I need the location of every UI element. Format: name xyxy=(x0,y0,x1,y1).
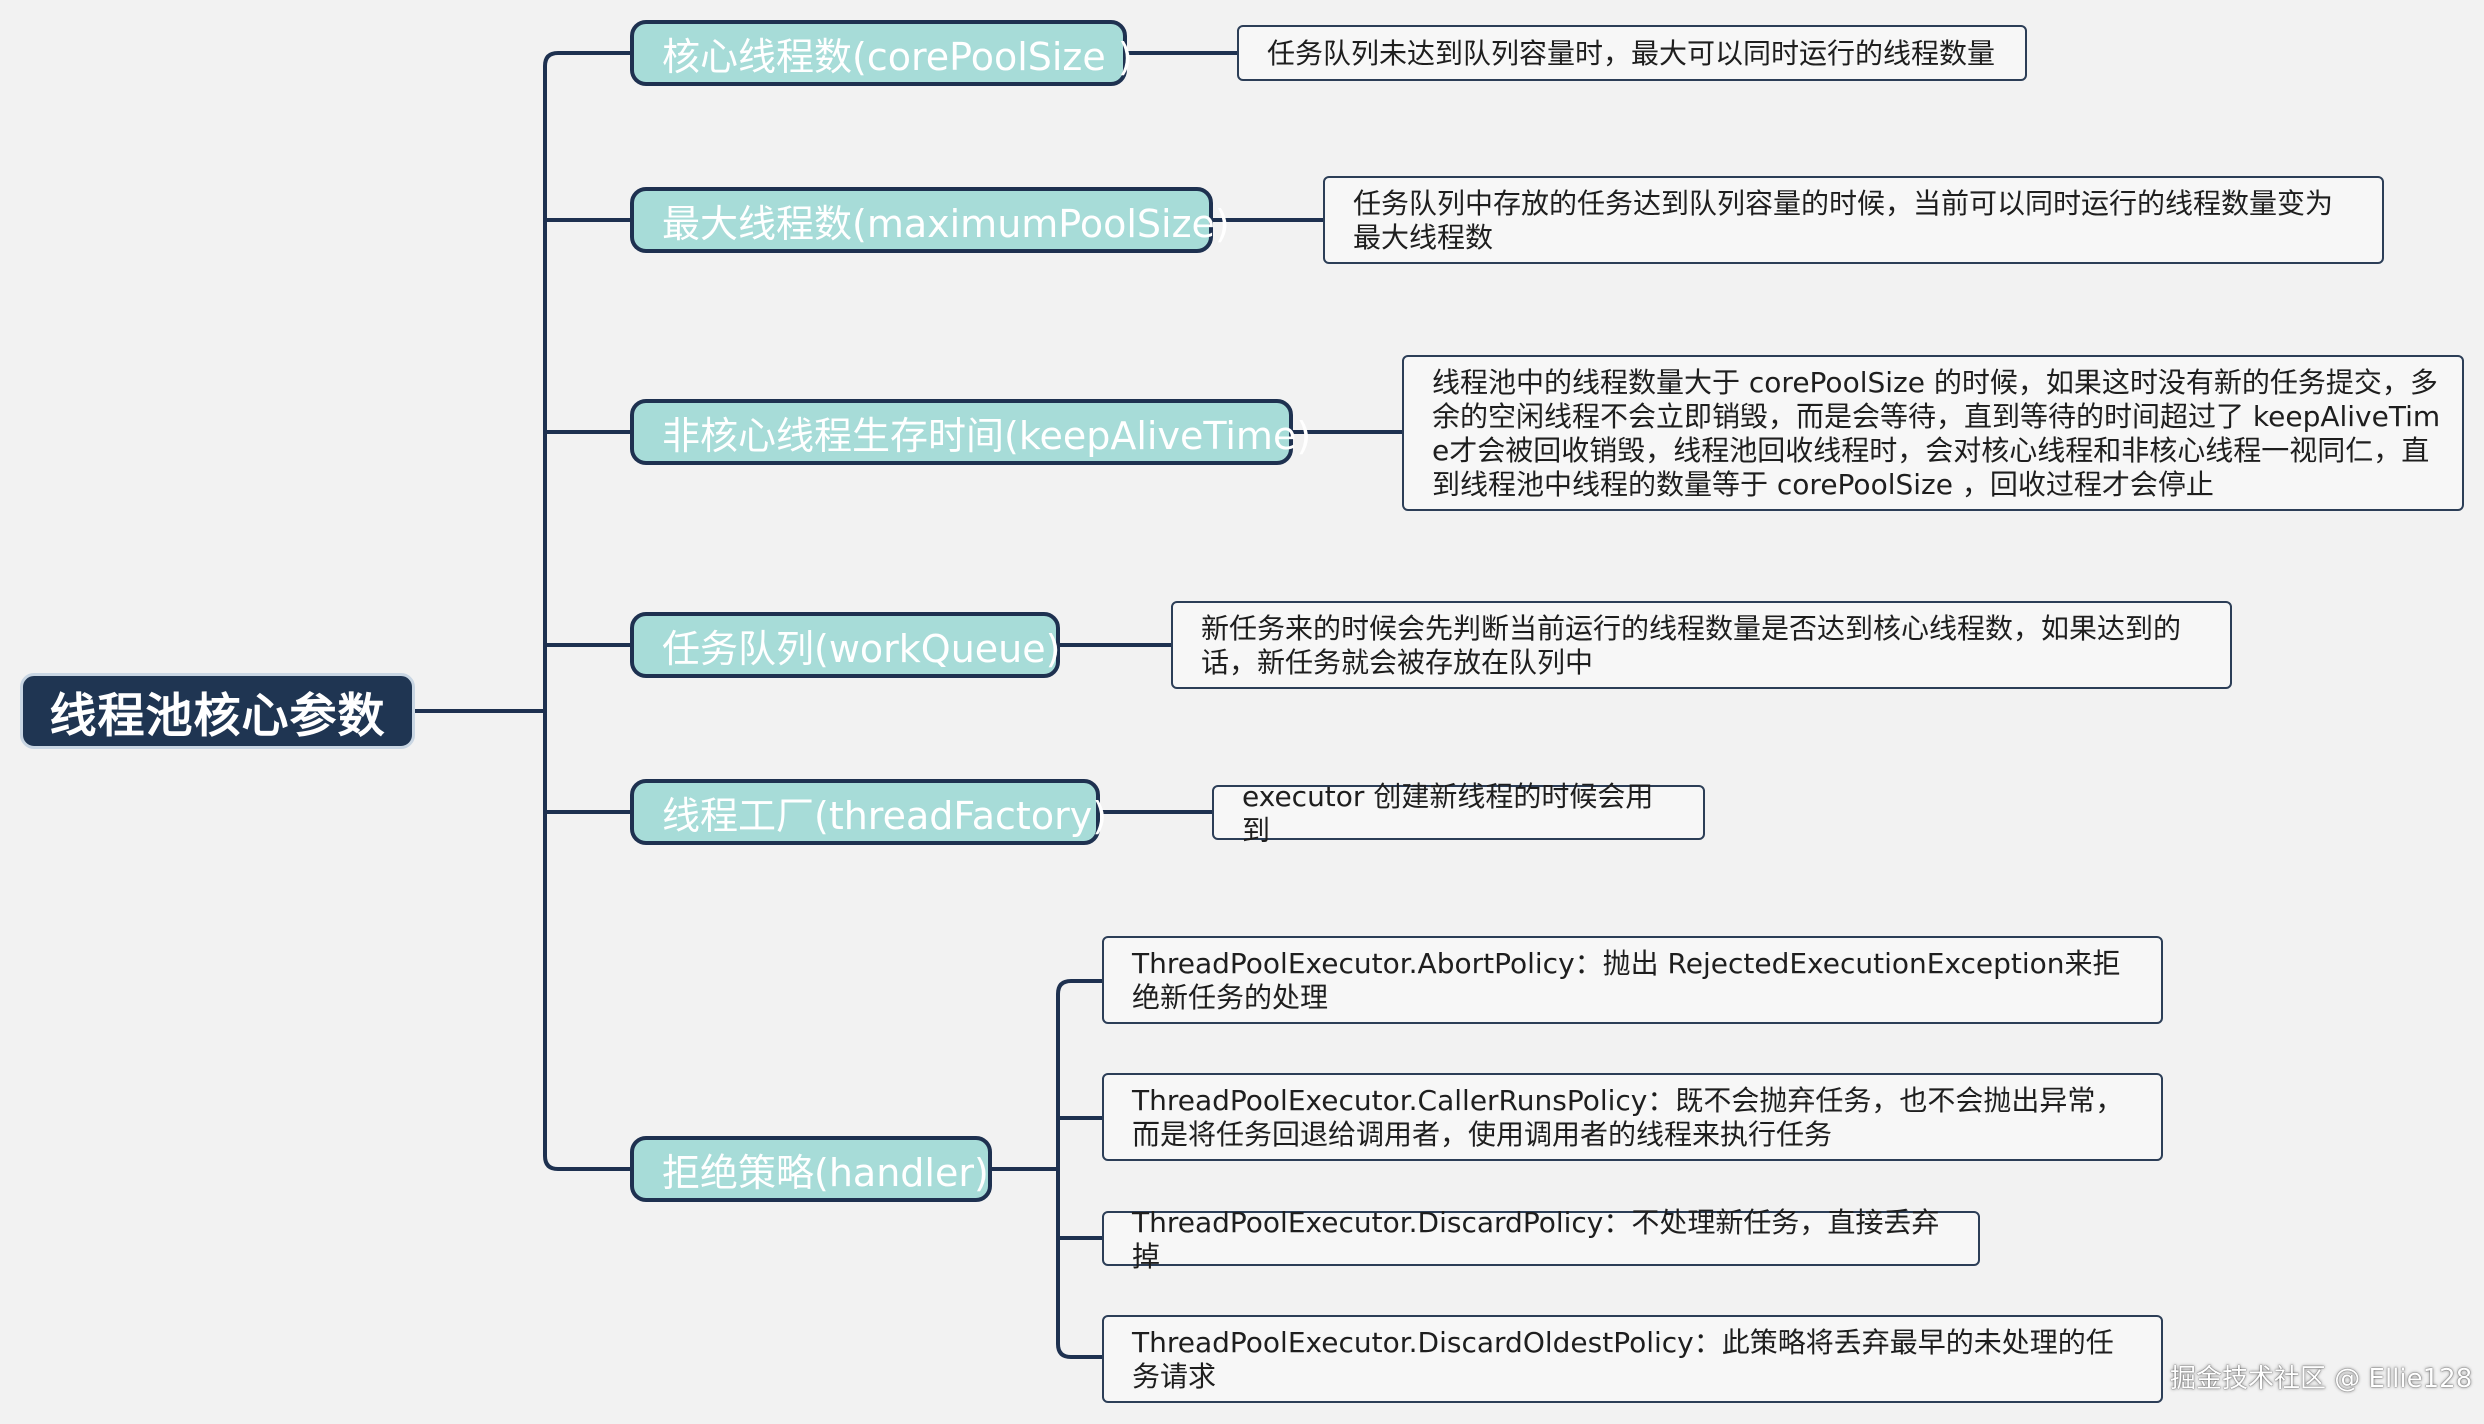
branch-core-pool-size[interactable]: 核心线程数(corePoolSize ) xyxy=(630,20,1133,86)
desc-text: 线程池中的线程数量大于 corePoolSize 的时候，如果这时没有新的任务提… xyxy=(1432,366,2441,501)
branch-maximum-pool-size[interactable]: 最大线程数(maximumPoolSize) xyxy=(630,187,1230,253)
desc-text: executor 创建新线程的时候会用到 xyxy=(1242,779,1654,847)
policy-text: ThreadPoolExecutor.CallerRunsPolicy：既不会抛… xyxy=(1132,1084,2124,1151)
policy-abort[interactable]: ThreadPoolExecutor.AbortPolicy：抛出 Reject… xyxy=(1102,936,2163,1024)
policy-discard[interactable]: ThreadPoolExecutor.DiscardPolicy：不处理新任务，… xyxy=(1102,1206,1980,1273)
root-node[interactable]: 线程池核心参数 xyxy=(20,673,415,749)
desc-work-queue[interactable]: 新任务来的时候会先判断当前运行的线程数量是否达到核心线程数，如果达到的话，新任务… xyxy=(1171,601,2232,689)
policy-caller-runs[interactable]: ThreadPoolExecutor.CallerRunsPolicy：既不会抛… xyxy=(1102,1073,2163,1161)
desc-text: 新任务来的时候会先判断当前运行的线程数量是否达到核心线程数，如果达到的话，新任务… xyxy=(1201,612,2182,679)
watermark: 掘金技术社区 @ Ellie128 xyxy=(2170,1364,2473,1394)
desc-text: 任务队列未达到队列容量时，最大可以同时运行的线程数量 xyxy=(1267,37,1996,70)
branch-work-queue[interactable]: 任务队列(workQueue) xyxy=(630,612,1060,678)
branch-thread-factory[interactable]: 线程工厂(threadFactory) xyxy=(630,779,1107,845)
desc-text: 任务队列中存放的任务达到队列容量的时候，当前可以同时运行的线程数量变为最大线程数 xyxy=(1353,187,2334,254)
policy-discard-oldest[interactable]: ThreadPoolExecutor.DiscardOldestPolicy：此… xyxy=(1102,1315,2163,1403)
policy-text: ThreadPoolExecutor.DiscardOldestPolicy：此… xyxy=(1132,1326,2114,1393)
desc-maximum-pool-size[interactable]: 任务队列中存放的任务达到队列容量的时候，当前可以同时运行的线程数量变为最大线程数 xyxy=(1323,176,2384,264)
desc-core-pool-size[interactable]: 任务队列未达到队列容量时，最大可以同时运行的线程数量 xyxy=(1237,25,2027,81)
branch-handler[interactable]: 拒绝策略(handler) xyxy=(630,1136,992,1202)
branch-keep-alive-time[interactable]: 非核心线程生存时间(keepAliveTime) xyxy=(630,399,1311,465)
policy-text: ThreadPoolExecutor.DiscardPolicy：不处理新任务，… xyxy=(1132,1205,1940,1273)
desc-keep-alive-time[interactable]: 线程池中的线程数量大于 corePoolSize 的时候，如果这时没有新的任务提… xyxy=(1402,355,2464,511)
policy-text: ThreadPoolExecutor.AbortPolicy：抛出 Reject… xyxy=(1132,947,2121,1014)
desc-thread-factory[interactable]: executor 创建新线程的时候会用到 xyxy=(1212,780,1705,847)
